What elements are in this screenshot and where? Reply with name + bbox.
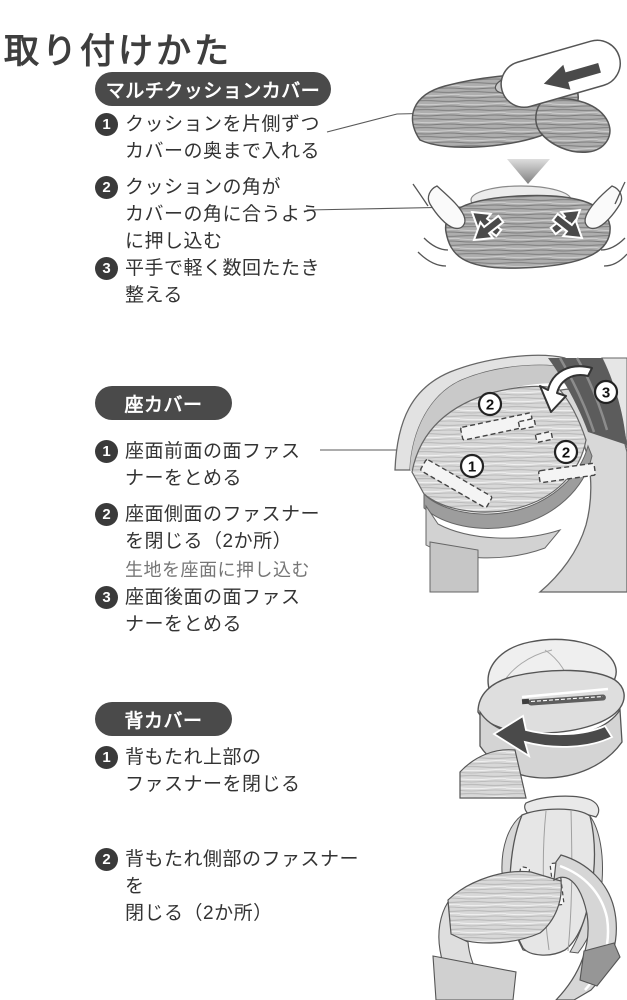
marker-circle [553, 439, 579, 465]
step-number-badge: 1 [95, 113, 118, 136]
step-row: 3 平手で軽く数回たたき 整える [95, 255, 345, 309]
step-number-badge: 2 [95, 848, 118, 871]
step-number-badge: 3 [95, 586, 118, 609]
step-text: 背もたれ側部のファスナーを 閉じる（2か所） [125, 849, 360, 924]
marker-flip: 3 [602, 385, 610, 402]
fastener-strip [512, 866, 530, 910]
fastener-tab [534, 430, 554, 444]
zipper [521, 694, 606, 706]
headrest [524, 795, 600, 818]
step-number-badge: 2 [95, 176, 118, 199]
fastener-strip [549, 862, 565, 906]
step-text: 背もたれ上部の ファスナーを閉じる [125, 747, 301, 795]
figure-seat-cover: 2 3 2 1 [394, 354, 627, 593]
corner-arrow-icon [548, 208, 590, 247]
step-number-badge: 2 [95, 503, 118, 526]
corner-arrow-icon [464, 203, 506, 242]
leader-line [326, 111, 490, 133]
marker-circle [477, 391, 503, 417]
step-row: 3 座面後面の面ファス ナーをとめる [95, 584, 345, 638]
right-hand [584, 181, 627, 267]
step-row: 1 座面前面の面ファス ナーをとめる [95, 438, 345, 492]
fastener-strip [420, 458, 493, 509]
step-row: 1 クッションを片側ずつ カバーの奥まで入れる [95, 111, 345, 165]
step-text: 座面側面のファスナー を閉じる（2か所） [125, 504, 321, 552]
marker-circle [459, 453, 485, 479]
fastener-tab [517, 417, 537, 431]
figure-cushion-insert [411, 39, 621, 153]
right-armrest [538, 388, 627, 593]
insert-direction-arrow-icon [543, 63, 601, 90]
step-note: 生地を座面に押し込む [125, 560, 310, 580]
marker-front: 1 [468, 459, 476, 476]
figure-press-cushion [412, 181, 627, 269]
back-wing-left [501, 814, 531, 953]
seat-back-inner [410, 365, 575, 472]
left-arm [438, 900, 502, 999]
step-number-badge: 1 [95, 440, 118, 463]
cover-opening [494, 73, 538, 95]
back-wing-right [569, 815, 603, 954]
zipper-close-arrow-icon [492, 714, 614, 759]
step-row: 2 クッションの角が カバーの角に合うよう に押し込む [95, 174, 345, 255]
left-hand [412, 183, 466, 267]
flip-arrow-icon [539, 365, 593, 413]
step-row: 2 座面側面のファスナー を閉じる（2か所） 生地を座面に押し込む [95, 501, 345, 583]
marker-side: 2 [562, 445, 570, 462]
page-title: 取り付けかた [4, 32, 233, 72]
hanging-back-cover [548, 357, 627, 445]
right-arm [553, 854, 617, 1000]
cushion-cover-lobe [535, 98, 611, 153]
step-row: 2 背もたれ側部のファスナーを 閉じる（2か所） [95, 846, 375, 927]
front-base [432, 955, 517, 1000]
marker-top: 2 [486, 397, 494, 414]
figure-full-chair [432, 795, 621, 1000]
backrest-top-shell [477, 669, 625, 734]
cushion-cover [411, 74, 579, 148]
chair-seat [447, 870, 562, 944]
seat-base [429, 541, 479, 593]
down-arrow-icon [507, 159, 550, 184]
seat-corner [459, 749, 527, 799]
seat-front-edge [423, 444, 593, 529]
cushion-roll [500, 39, 621, 108]
step-number-badge: 3 [95, 257, 118, 280]
corner-arrow-icon [546, 201, 588, 240]
step-text: クッションの角が カバーの角に合うよう に押し込む [125, 177, 321, 252]
rear-foot [579, 942, 621, 987]
step-text: 平手で軽く数回たたき 整える [125, 258, 321, 306]
cushion-bulge [470, 185, 572, 215]
backrest-front [479, 708, 623, 779]
section-badge-back-cover: 背カバー [95, 702, 232, 736]
backrest-dome [487, 638, 617, 700]
step-text: 座面後面の面ファス ナーをとめる [125, 587, 301, 635]
cushion-in-cover [444, 194, 611, 269]
marker-circle [593, 379, 619, 405]
step-row: 1 背もたれ上部の ファスナーを閉じる [95, 744, 345, 798]
corner-shell [601, 357, 627, 449]
seat-fabric [411, 385, 587, 513]
section-badge-multi-cushion-cover: マルチクッションカバー [95, 72, 331, 106]
zipper-pull [521, 698, 530, 705]
seat-markers: 2 3 2 1 [459, 379, 619, 479]
fastener-strips [420, 412, 597, 509]
step-number-badge: 1 [95, 746, 118, 769]
figure-backrest-top [459, 638, 625, 799]
step-text: クッションを片側ずつ カバーの奥まで入れる [125, 114, 321, 162]
step-text: 座面前面の面ファス ナーをとめる [125, 441, 301, 489]
seat-back-rim [394, 354, 569, 471]
back-cushion [509, 808, 596, 956]
corner-arrow-icon [466, 210, 508, 249]
fastener-strip [460, 412, 534, 441]
section-badge-seat-cover: 座カバー [95, 386, 232, 420]
fastener-strip [537, 462, 597, 484]
seat-skirt [425, 504, 562, 559]
